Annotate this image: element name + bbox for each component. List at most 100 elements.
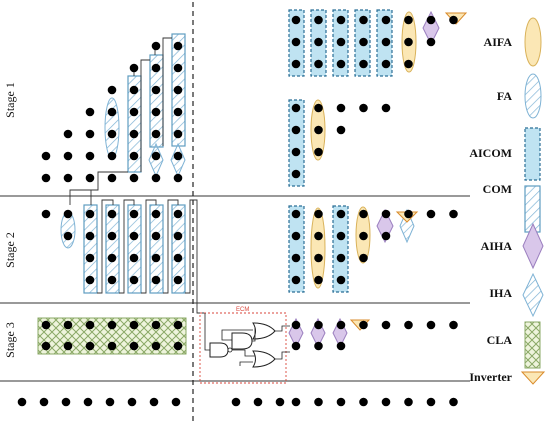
bit-dot (404, 15, 413, 25)
bit-dot (41, 320, 51, 330)
legend-iha-icon (522, 272, 544, 318)
bit-dot (173, 341, 183, 351)
bit-dot (63, 151, 73, 161)
legend-aicom-icon (524, 127, 541, 181)
bit-dot (291, 209, 301, 219)
bit-dot (173, 107, 183, 117)
bit-dot (63, 320, 73, 330)
bit-dot (129, 253, 139, 263)
bit-dot (314, 320, 323, 330)
bit-dot (129, 129, 139, 139)
bit-dot (107, 341, 117, 351)
bit-dot (449, 15, 458, 25)
bit-dot (336, 209, 346, 219)
bit-dot (449, 397, 458, 407)
bit-dot (291, 253, 301, 263)
bit-dot (314, 59, 323, 69)
bit-dot (63, 209, 73, 219)
bit-dot (63, 341, 73, 351)
bit-dot (359, 397, 368, 407)
bit-dot (336, 231, 346, 241)
bit-dot (105, 397, 115, 407)
bit-dot (151, 63, 161, 73)
bit-dot (85, 129, 95, 139)
bit-dot (151, 341, 161, 351)
bit-dot (129, 341, 139, 351)
bit-dot (314, 253, 323, 263)
bit-dot (291, 59, 301, 69)
bit-dot (314, 275, 323, 285)
bit-dot (41, 341, 51, 351)
bit-dot (449, 320, 458, 330)
bit-dot (173, 41, 183, 51)
legend-fa-icon (524, 73, 542, 119)
bit-dot (314, 125, 323, 135)
bit-dot (275, 397, 285, 407)
bit-dot (107, 209, 117, 219)
bit-dot (426, 320, 436, 330)
legend-aifa-label: AIFA (484, 35, 513, 49)
stage-3-label: Stage 3 (3, 322, 17, 358)
stage2-right-blocks (288, 205, 419, 293)
stage-2-label: Stage 2 (3, 232, 17, 268)
bit-dot (336, 15, 346, 25)
bit-dot (231, 397, 241, 407)
bit-dot (314, 341, 323, 351)
bit-dot (17, 397, 27, 407)
bit-dot (426, 37, 436, 47)
bit-dot (336, 397, 346, 407)
bit-dot (359, 15, 368, 25)
stage1-right-blocks (288, 9, 468, 187)
bit-dot (426, 397, 436, 407)
bit-dot (151, 151, 161, 161)
bit-dot (85, 253, 95, 263)
legend-aicom-label: AICOM (469, 146, 512, 160)
bit-dot (359, 37, 368, 47)
legend-aiha-label: AIHA (481, 239, 513, 253)
bit-dot (129, 320, 139, 330)
bit-dot (314, 147, 323, 157)
bit-dot (359, 231, 368, 241)
bit-dot (336, 275, 346, 285)
bit-dot (151, 253, 161, 263)
bit-dot (85, 107, 95, 117)
bit-dot (151, 209, 161, 219)
bit-dot (291, 275, 301, 285)
stage2-left-blocks (60, 190, 205, 314)
bit-dot (173, 85, 183, 95)
bit-dot (291, 231, 301, 241)
bit-dot (151, 231, 161, 241)
legend-fa-label: FA (497, 89, 512, 103)
bit-dot (149, 397, 159, 407)
bit-dot (426, 15, 436, 25)
stage-separators (0, 2, 470, 424)
bit-dot (151, 41, 161, 51)
legend-inverter-icon (520, 371, 546, 385)
bit-dot (41, 151, 51, 161)
bit-dot (291, 15, 301, 25)
bit-dot (107, 253, 117, 263)
bit-dot (381, 103, 391, 113)
bit-dot (173, 151, 183, 161)
bit-dot (291, 397, 301, 407)
bit-dot (381, 15, 391, 25)
bit-dot (129, 151, 139, 161)
bit-dot (173, 173, 183, 183)
bit-dot (359, 253, 368, 263)
bit-dot (151, 320, 161, 330)
bit-dot (173, 275, 183, 285)
bit-dot (359, 103, 368, 113)
bit-dot (41, 209, 51, 219)
bit-dot (63, 173, 73, 183)
bit-dot (63, 231, 73, 241)
legend-com-label: COM (483, 182, 512, 196)
bit-dot (129, 63, 139, 73)
bit-dot (107, 85, 117, 95)
bit-dot (291, 125, 301, 135)
bit-dot (404, 320, 413, 330)
bit-dot (314, 103, 323, 113)
bit-dot (314, 397, 323, 407)
ecm-circuit: ECM (199, 307, 290, 384)
bit-dot (173, 129, 183, 139)
bit-dot (314, 231, 323, 241)
